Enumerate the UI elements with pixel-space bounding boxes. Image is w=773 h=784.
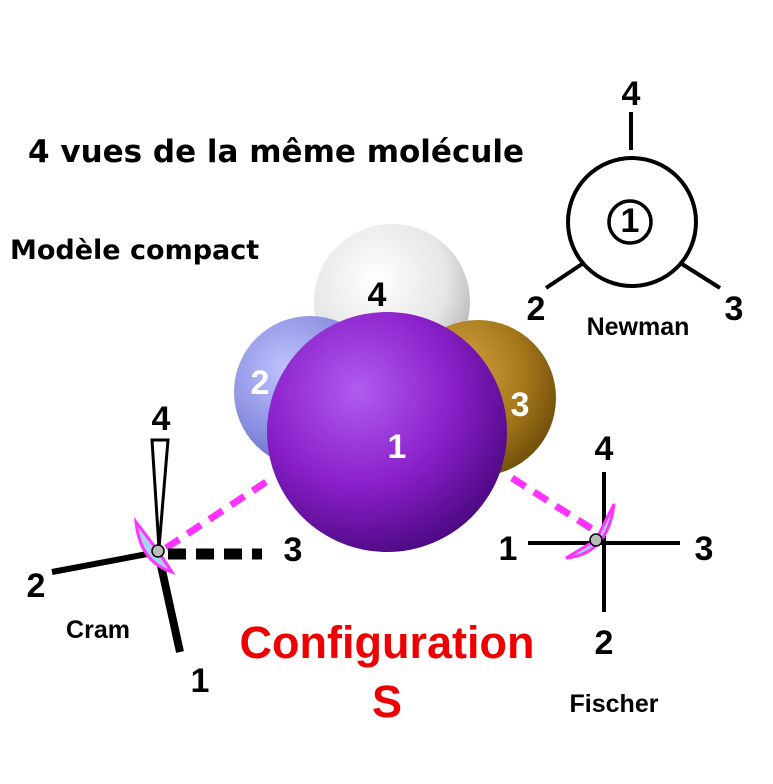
cram-caption: Cram <box>66 616 130 644</box>
cram-bond-left <box>51 549 159 575</box>
fischer-top-label: 4 <box>595 430 614 468</box>
cram-sight-line <box>164 479 268 551</box>
fischer-eye-icon <box>565 503 616 560</box>
atom-3-label: 3 <box>511 386 530 424</box>
atom-1-sphere <box>267 312 507 552</box>
cram-wedge-bond <box>150 438 170 549</box>
newman-front-circle <box>607 199 653 245</box>
compact-model-label: Modèle compact <box>10 235 259 266</box>
compact-model: 4 2 3 1 <box>234 224 556 552</box>
fischer-caption: Fischer <box>570 690 659 718</box>
newman-top-label: 4 <box>622 75 641 113</box>
atom-4-label: 4 <box>368 276 387 314</box>
newman-front-label: 1 <box>621 202 640 240</box>
cram-bottom-label: 1 <box>191 662 210 700</box>
cram-top-label: 4 <box>152 400 171 438</box>
fischer-projection: 4 1 3 2 Fischer <box>499 430 714 718</box>
atom-2-label: 2 <box>251 364 270 402</box>
newman-caption: Newman <box>587 313 690 341</box>
newman-right-label: 3 <box>725 290 744 328</box>
atom-1-label: 1 <box>388 428 407 466</box>
newman-projection: 1 4 2 3 Newman <box>527 75 744 341</box>
fischer-left-label: 1 <box>499 530 518 568</box>
fischer-sight-line <box>510 475 602 537</box>
configuration-letter: S <box>372 676 402 727</box>
cram-projection: 4 2 3 1 Cram <box>27 400 303 700</box>
page-title: 4 vues de la même molécule <box>28 134 524 170</box>
configuration-label: Configuration <box>240 617 535 668</box>
cram-left-label: 2 <box>27 567 46 605</box>
fischer-right-label: 3 <box>695 530 714 568</box>
fischer-bottom-label: 2 <box>595 624 614 662</box>
cram-right-label: 3 <box>284 531 303 569</box>
newman-left-label: 2 <box>527 290 546 328</box>
